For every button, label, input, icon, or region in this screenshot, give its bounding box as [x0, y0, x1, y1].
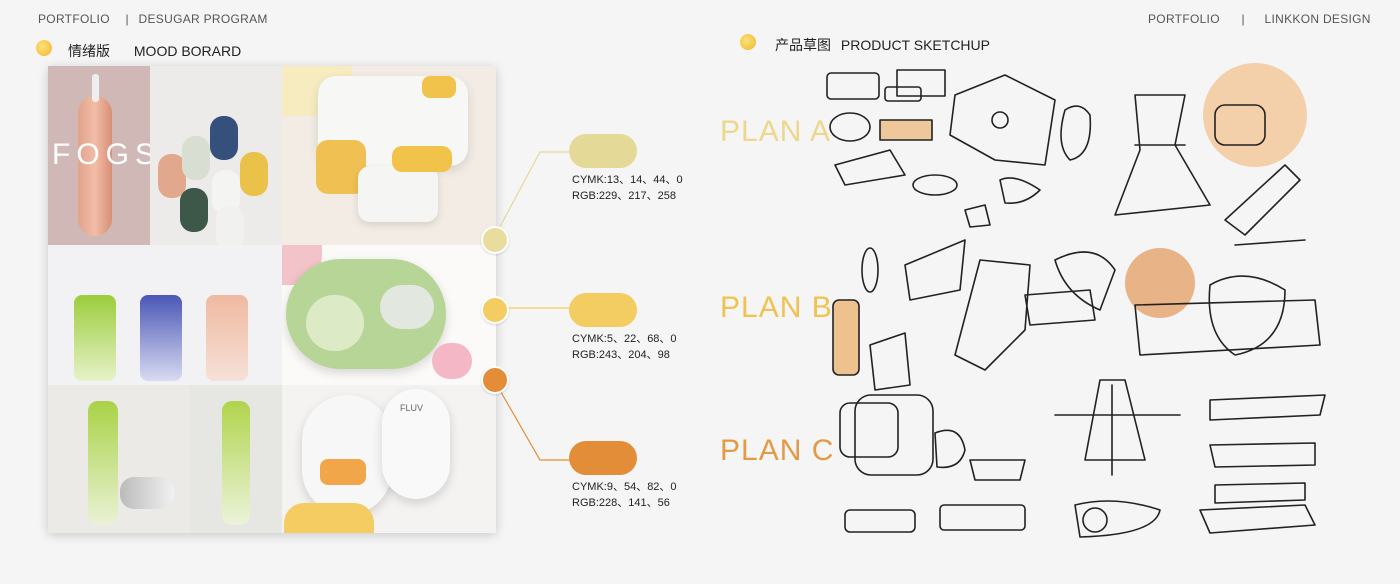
mood-image-green-tray	[282, 245, 496, 385]
sketch-accent-circle-a	[1203, 63, 1307, 167]
color-rgb-2: RGB:243、204、98	[572, 349, 670, 361]
mood-board: FOGS	[48, 66, 496, 533]
mood-image-pink-bottle: FOGS	[48, 66, 150, 245]
color-cymk-1: CYMK:13、14、44、0	[572, 174, 683, 186]
header-brand-label: LINKKON DESIGN	[1264, 12, 1371, 26]
color-dot-2	[481, 296, 509, 324]
plan-c-sketches	[839, 379, 1326, 538]
color-rgb-1: RGB:229、217、258	[572, 190, 676, 202]
header-left: PORTFOLIO | DESUGAR PROGRAM	[38, 12, 268, 26]
header-portfolio-label: PORTFOLIO	[38, 12, 110, 26]
sketch-accent-circle-b	[1125, 248, 1195, 318]
plan-b-sketches	[832, 239, 1321, 391]
header-separator: |	[125, 12, 129, 26]
mood-image-green-bottle-open	[48, 385, 190, 533]
color-dot-3	[481, 366, 509, 394]
plan-b-label: PLAN B	[720, 291, 833, 324]
sketch-title-en: PRODUCT SKETCHUP	[840, 37, 990, 53]
sketch-title: 产品草图 PRODUCT SKETCHUP	[775, 35, 990, 55]
color-swatch-1	[569, 134, 637, 168]
section-dot-icon	[36, 40, 52, 56]
section-dot-icon-2	[740, 34, 756, 50]
mood-fluv-label: FLUV	[400, 403, 424, 413]
mood-image-capsule-holders	[150, 66, 282, 245]
mood-image-white-device	[282, 66, 496, 245]
mood-image-fluv-device: FLUV	[282, 385, 496, 533]
product-sketches	[826, 63, 1326, 538]
sketch-accent-block-b	[833, 300, 859, 375]
color-dot-1	[481, 226, 509, 254]
color-cymk-3: CYMK:9、54、82、0	[572, 481, 677, 493]
mood-title-en: MOOD BORARD	[133, 43, 242, 59]
plan-a-sketches	[826, 69, 1306, 246]
mood-tile-text: FOGS	[52, 138, 150, 171]
color-rgb-3: RGB:228、141、56	[572, 497, 670, 509]
color-values-3: CYMK:9、54、82、0 RGB:228、141、56	[572, 479, 677, 511]
color-cymk-2: CYMK:5、22、68、0	[572, 333, 677, 345]
color-values-1: CYMK:13、14、44、0 RGB:229、217、258	[572, 172, 683, 204]
mood-image-green-bottle	[190, 385, 282, 533]
color-values-2: CYMK:5、22、68、0 RGB:243、204、98	[572, 331, 677, 363]
header-program-label: DESUGAR PROGRAM	[138, 12, 268, 26]
plan-c-label: PLAN C	[720, 434, 835, 467]
header-separator-right: |	[1241, 12, 1245, 26]
mood-title-cn: 情绪版	[68, 43, 110, 59]
mood-image-tumblers	[48, 245, 282, 385]
sketch-accent-block-a	[880, 120, 932, 140]
mood-title: 情绪版 MOOD BORARD	[68, 41, 241, 61]
color-swatch-3	[569, 441, 637, 475]
header-portfolio-label-right: PORTFOLIO	[1148, 12, 1220, 26]
plan-a-label: PLAN A	[720, 115, 832, 148]
sketch-title-cn: 产品草图	[775, 37, 831, 53]
header-right: PORTFOLIO | LINKKON DESIGN	[1148, 12, 1371, 26]
color-swatch-2	[569, 293, 637, 327]
